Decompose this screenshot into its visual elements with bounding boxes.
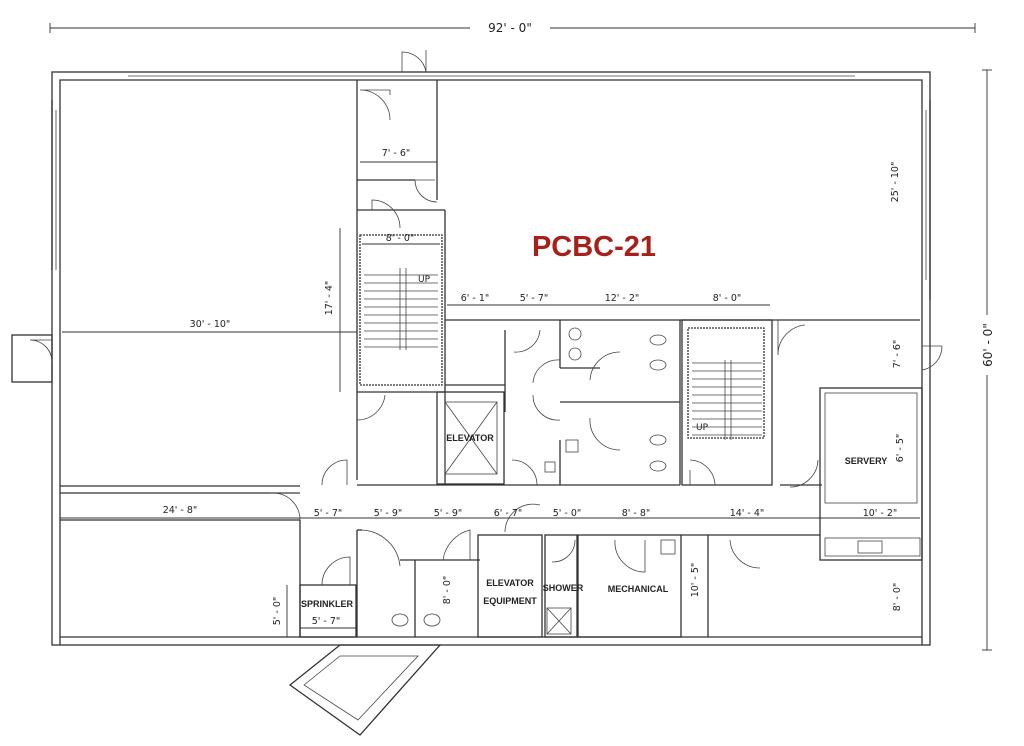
corridor-walls xyxy=(60,459,922,638)
dim-label: 8' - 0" xyxy=(386,233,415,244)
exterior-walls xyxy=(51,71,931,646)
dim-label: 5' - 0" xyxy=(553,508,582,519)
dim-label: 10' - 5" xyxy=(690,563,701,598)
room-label-elevator-equipment: EQUIPMENT xyxy=(483,596,537,606)
overall-width-dimension: 92' - 0" xyxy=(49,20,976,35)
room-label-shower: SHOWER xyxy=(543,583,584,593)
svg-text:UP: UP xyxy=(696,423,709,433)
dim-label: 8' - 8" xyxy=(622,508,651,519)
central-core: ELEVATOR xyxy=(436,320,681,486)
svg-text:SERVERY: SERVERY xyxy=(845,456,888,466)
dim-label: 30' - 10" xyxy=(190,319,231,330)
svg-text:ELEVATOR: ELEVATOR xyxy=(446,433,494,443)
dim-label: 5' - 0" xyxy=(272,597,283,626)
dim-label: 8' - 0" xyxy=(892,583,903,612)
overall-depth-dimension: 60' - 0" xyxy=(980,69,995,651)
dim-label: 8' - 0" xyxy=(442,576,453,605)
dim-label: 7' - 6" xyxy=(382,148,411,159)
dim-label: 6' - 5" xyxy=(895,434,906,463)
dim-label: 5' - 9" xyxy=(374,508,403,519)
servery-room: SERVERY xyxy=(819,387,923,561)
dim-label: 25' - 10" xyxy=(890,162,901,203)
left-core-walls xyxy=(356,80,920,485)
plan-title: PCBC-21 xyxy=(532,231,656,263)
svg-text:92' - 0": 92' - 0" xyxy=(488,21,532,35)
dim-label: 7' - 6" xyxy=(892,340,903,369)
room-label-mechanical: MECHANICAL xyxy=(608,584,669,594)
dim-label: 8' - 0" xyxy=(713,293,742,304)
top-door xyxy=(401,50,427,73)
svg-text:60' - 0": 60' - 0" xyxy=(981,323,995,367)
dim-label: 10' - 2" xyxy=(863,508,898,519)
dim-label: 6' - 7" xyxy=(494,508,523,519)
dim-label: 6' - 1" xyxy=(461,293,490,304)
dim-label: 24' - 8" xyxy=(163,505,198,516)
left-stair: UP xyxy=(364,268,438,350)
dim-label: 5' - 7" xyxy=(520,293,549,304)
dim-label: 17' - 4" xyxy=(324,281,335,316)
dim-label: 5' - 7" xyxy=(314,508,343,519)
dim-label: 5' - 9" xyxy=(434,508,463,519)
dim-label: 12' - 2" xyxy=(605,293,640,304)
svg-text:UP: UP xyxy=(418,275,431,285)
right-door xyxy=(921,345,943,371)
left-entrance xyxy=(11,334,53,383)
right-stair: UP xyxy=(681,319,806,486)
dim-label: 14' - 4" xyxy=(730,508,765,519)
room-labels: SPRINKLER ELEVATOR EQUIPMENT SHOWER MECH… xyxy=(301,578,669,609)
dim-label: 5' - 7" xyxy=(312,616,341,627)
room-label-elevator-equipment: ELEVATOR xyxy=(486,578,534,588)
bottom-entrance xyxy=(288,644,442,736)
dimension-labels: 7' - 6" 25' - 10" 8' - 0" 17' - 4" 30' -… xyxy=(60,148,920,637)
room-label-sprinkler: SPRINKLER xyxy=(301,599,354,609)
bottom-rooms xyxy=(299,503,820,638)
